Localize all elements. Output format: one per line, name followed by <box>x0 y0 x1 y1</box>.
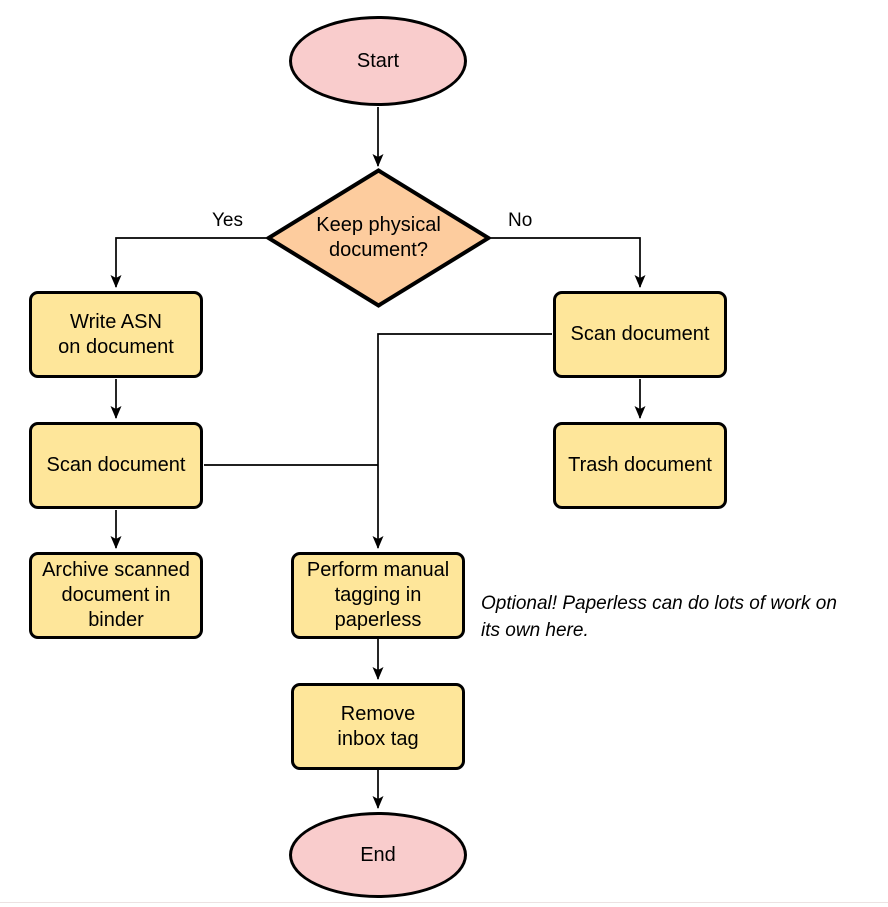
edge-decision-yes-to-write-asn <box>110 237 266 288</box>
decision-diamond-shape <box>266 168 491 308</box>
end-node: End <box>289 812 467 898</box>
page-bottom-divider <box>0 902 888 903</box>
process-scan-document-keep: Scan document <box>29 422 203 509</box>
edge-label-no: No <box>508 210 533 231</box>
process-manual-tagging: Perform manual tagging in paperless <box>291 552 465 639</box>
process-archive-scanned-document: Archive scanned document in binder <box>29 552 203 639</box>
optional-annotation: Optional! Paperless can do lots of work … <box>481 593 837 641</box>
edge-label-yes: Yes <box>212 210 243 231</box>
decision-keep-physical-document: Keep physical document? <box>266 168 491 308</box>
process-trash-document: Trash document <box>553 422 727 509</box>
process-remove-inbox-tag: Remove inbox tag <box>291 683 465 770</box>
process-scan-document-discard: Scan document <box>553 291 727 378</box>
start-node: Start <box>289 16 467 106</box>
edge-scan-discard-to-tagging <box>372 333 552 549</box>
decision-label: Keep physical document? <box>316 214 441 261</box>
process-write-asn-on-document: Write ASN on document <box>29 291 203 378</box>
edge-decision-no-to-scan-document <box>491 237 646 288</box>
